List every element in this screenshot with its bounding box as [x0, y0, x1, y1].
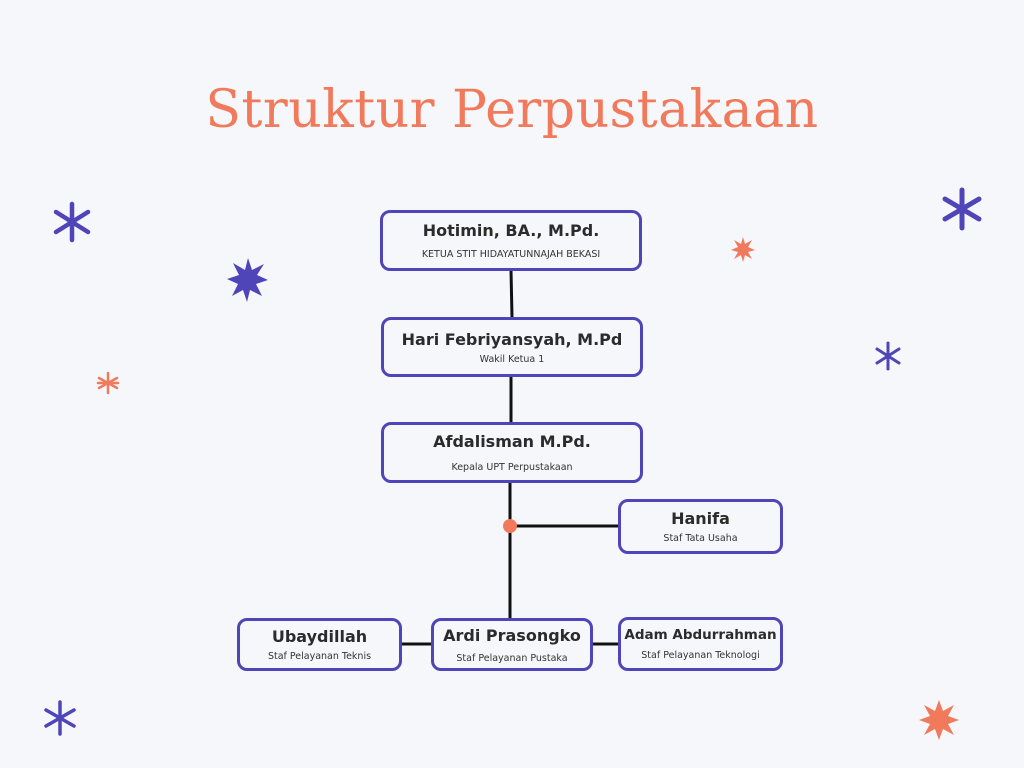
- org-node-kepala-upt: Afdalisman M.Pd. Kepala UPT Perpustakaan: [381, 422, 643, 483]
- org-node-wakil-ketua: Hari Febriyansyah, M.Pd Wakil Ketua 1: [381, 317, 643, 377]
- node-role: Wakil Ketua 1: [479, 353, 545, 365]
- node-name: Adam Abdurrahman: [624, 627, 777, 643]
- node-name: Afdalisman M.Pd.: [433, 432, 591, 451]
- node-role: Staf Tata Usaha: [663, 533, 738, 544]
- page-title: Struktur Perpustakaan: [205, 80, 819, 140]
- org-node-pelayanan-teknis: Ubaydillah Staf Pelayanan Teknis: [237, 618, 402, 671]
- org-node-pelayanan-pustaka: Ardi Prasongko Staf Pelayanan Pustaka: [431, 618, 593, 671]
- org-node-pelayanan-teknologi: Adam Abdurrahman Staf Pelayanan Teknolog…: [618, 617, 783, 671]
- node-name: Hari Febriyansyah, M.Pd: [401, 329, 623, 349]
- sparkle-icon: [227, 258, 268, 302]
- org-node-ketua: Hotimin, BA., M.Pd. KETUA STIT HIDAYATUN…: [380, 210, 642, 271]
- org-node-tata-usaha: Hanifa Staf Tata Usaha: [618, 499, 783, 554]
- node-name: Ubaydillah: [271, 627, 368, 646]
- sparkle-icon: [53, 201, 91, 243]
- sparkle-icon: [875, 341, 901, 371]
- sparkle-icon: [919, 700, 959, 740]
- node-name: Hotimin, BA., M.Pd.: [422, 221, 600, 240]
- node-role: Staf Pelayanan Pustaka: [456, 652, 568, 664]
- junction-dot: [503, 519, 517, 533]
- sparkle-icon: [731, 237, 755, 262]
- sparkle-icon: [44, 700, 76, 736]
- sparkle-icon: [96, 371, 120, 395]
- node-role: Staf Pelayanan Teknis: [267, 651, 372, 662]
- sparkle-icon: [942, 187, 982, 231]
- node-role: Staf Pelayanan Teknologi: [641, 650, 760, 661]
- node-role: Kepala UPT Perpustakaan: [451, 462, 573, 473]
- node-name: Hanifa: [671, 509, 730, 528]
- node-role: KETUA STIT HIDAYATUNNAJAH BEKASI: [421, 249, 601, 260]
- connector-line: [509, 269, 514, 318]
- node-name: Ardi Prasongko: [443, 625, 581, 645]
